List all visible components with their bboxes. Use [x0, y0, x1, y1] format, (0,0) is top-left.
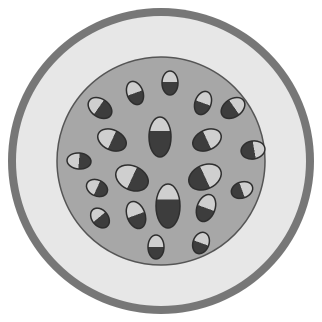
hole: [156, 184, 180, 228]
hole: [149, 117, 171, 157]
hole: [162, 71, 178, 95]
hole: [148, 235, 164, 259]
